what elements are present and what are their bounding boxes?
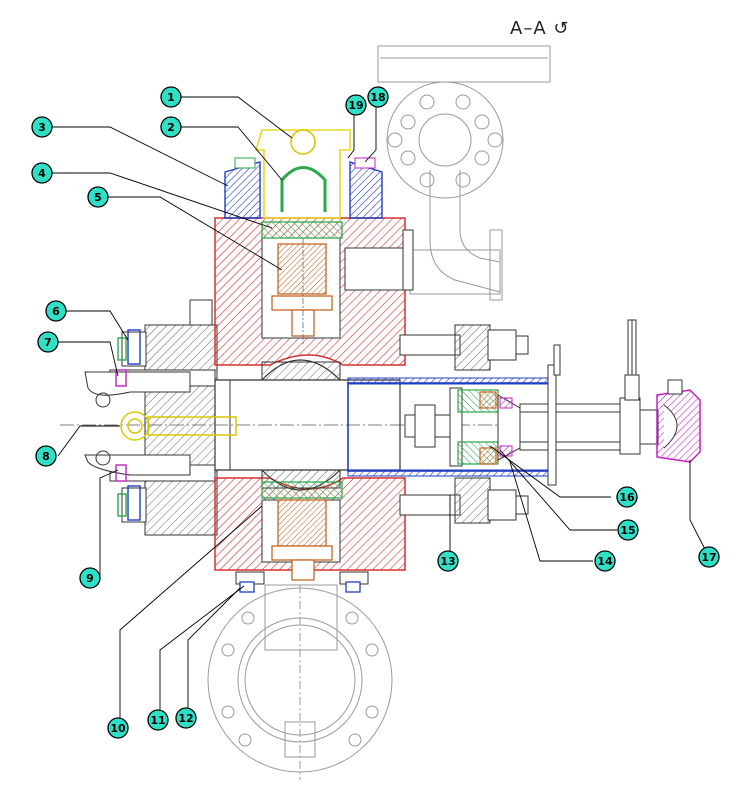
callout-6: 6	[45, 300, 67, 322]
callout-16-label: 16	[619, 491, 635, 504]
callout-8: 8	[35, 445, 57, 467]
callout-4-label: 4	[38, 167, 46, 180]
callout-12-badge	[175, 707, 197, 729]
callout-10-badge	[107, 717, 129, 739]
left-bolts	[115, 329, 141, 521]
hinge-pin	[120, 411, 237, 441]
callout-16-badge	[616, 486, 638, 508]
callout-10-label: 10	[110, 722, 126, 735]
callout-15-badge	[617, 519, 639, 541]
callout-14-label: 14	[597, 555, 613, 568]
callout-5-label: 5	[94, 191, 102, 204]
callout-3-badge	[31, 116, 53, 138]
callout-15-label: 15	[620, 524, 635, 537]
callout-19-label: 19	[348, 99, 363, 112]
upper-poppet	[271, 238, 333, 345]
callout-19-badge	[345, 94, 367, 116]
yoke	[254, 129, 351, 219]
bottom-flange-ghost	[207, 584, 393, 780]
callout-2-label: 2	[167, 121, 175, 134]
callout-19: 19	[345, 94, 367, 116]
callout-7-label: 7	[44, 336, 52, 349]
callout-11-label: 11	[150, 714, 165, 727]
callout-14-badge	[594, 550, 616, 572]
callout-3: 3	[31, 116, 53, 138]
callout-7: 7	[37, 331, 59, 353]
callout-11-badge	[147, 709, 169, 731]
right-flange	[399, 324, 529, 524]
callout-1-badge	[160, 86, 182, 108]
callout-17-badge	[698, 546, 720, 568]
callout-1: 1	[160, 86, 182, 108]
callout-18-label: 18	[370, 91, 385, 104]
lower-poppet	[271, 499, 333, 581]
callout-8-badge	[35, 445, 57, 467]
callout-13-label: 13	[440, 555, 455, 568]
callout-4-badge	[31, 162, 53, 184]
callout-15: 15	[617, 519, 639, 541]
section-label: A–A	[510, 18, 547, 39]
callout-6-badge	[45, 300, 67, 322]
callout-8-label: 8	[42, 450, 50, 463]
callout-4: 4	[31, 162, 53, 184]
top-flange-ghost	[377, 45, 551, 301]
callout-3-label: 3	[38, 121, 46, 134]
actuator-gauge	[619, 319, 659, 455]
callout-1-label: 1	[167, 91, 175, 104]
callout-11: 11	[147, 709, 169, 731]
callout-17-label: 17	[701, 551, 716, 564]
bottom-bolts	[235, 571, 369, 593]
callout-6-label: 6	[52, 305, 60, 318]
callout-13: 13	[437, 550, 459, 572]
callout-18: 18	[367, 86, 389, 108]
callout-16: 16	[616, 486, 638, 508]
quick-coupling	[656, 379, 701, 463]
callout-9-label: 9	[86, 572, 94, 585]
left-flange	[84, 299, 218, 536]
callout-2-badge	[160, 116, 182, 138]
callout-10: 10	[107, 717, 129, 739]
callout-12-label: 12	[178, 712, 193, 725]
rotation-icon: ↺	[553, 18, 570, 39]
callout-2: 2	[160, 116, 182, 138]
piston-rod	[404, 344, 621, 486]
callout-7-badge	[37, 331, 59, 353]
callout-12: 12	[175, 707, 197, 729]
leader-lines	[52, 96, 710, 728]
callout-14: 14	[594, 550, 616, 572]
callout-9: 9	[79, 567, 101, 589]
bonnet-seal	[261, 221, 343, 499]
callout-17: 17	[698, 546, 720, 568]
callout-18-badge	[367, 86, 389, 108]
callout-5: 5	[87, 186, 109, 208]
callout-9-badge	[79, 567, 101, 589]
top-clamps	[224, 157, 383, 219]
section-title: A–A ↺	[510, 18, 569, 39]
central-bore	[60, 359, 560, 491]
callout-5-badge	[87, 186, 109, 208]
callout-13-badge	[437, 550, 459, 572]
